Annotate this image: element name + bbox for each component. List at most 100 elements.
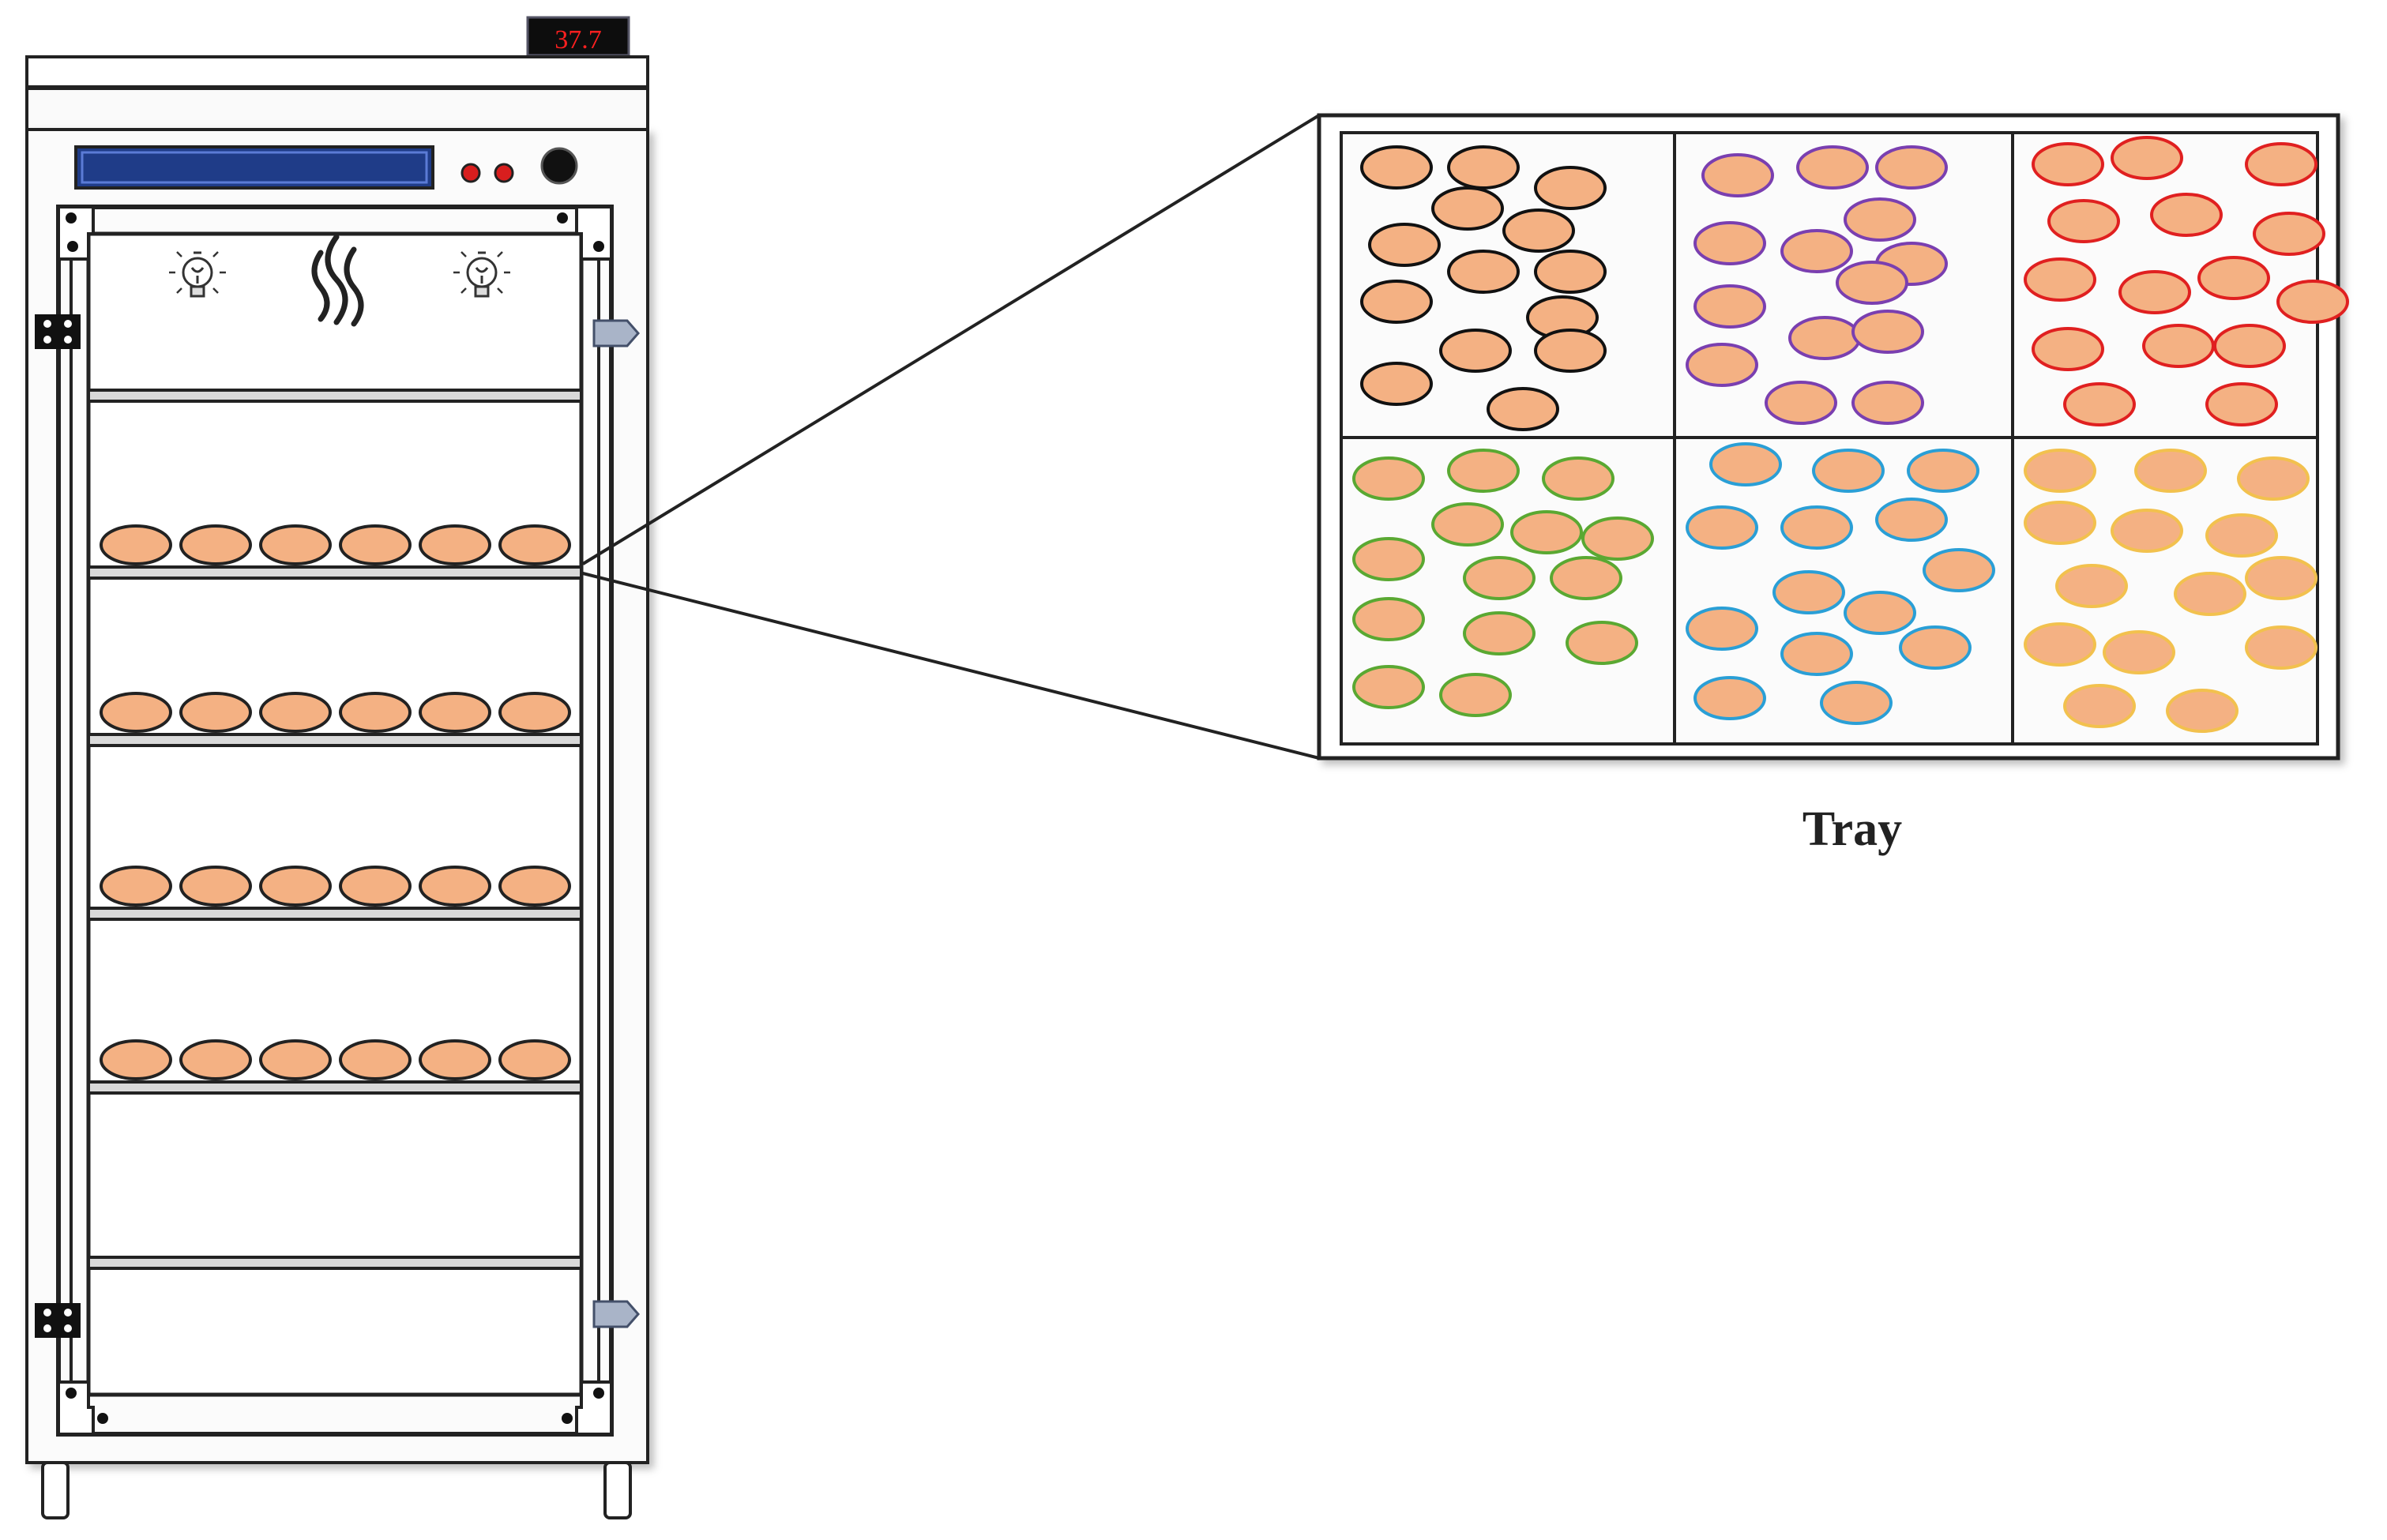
- tray-detail: Tray: [1317, 113, 2349, 856]
- egg: [2103, 630, 2175, 674]
- shelf: [87, 1256, 583, 1270]
- egg: [419, 1039, 491, 1080]
- shelf: [87, 1039, 583, 1095]
- egg: [1836, 261, 1908, 305]
- egg: [179, 692, 252, 733]
- egg: [1844, 197, 1916, 242]
- shelf: [87, 692, 583, 747]
- shelf: [87, 389, 583, 403]
- egg: [1360, 280, 1433, 324]
- egg: [1693, 284, 1766, 329]
- egg: [498, 866, 571, 907]
- egg: [179, 1039, 252, 1080]
- egg: [1851, 310, 1924, 354]
- shelf: [87, 524, 583, 580]
- egg: [1923, 548, 1995, 592]
- egg: [2134, 449, 2207, 493]
- egg: [2245, 556, 2317, 600]
- egg: [419, 692, 491, 733]
- egg: [1447, 250, 1520, 294]
- egg: [2205, 382, 2278, 426]
- egg: [1352, 597, 1425, 641]
- egg: [2237, 456, 2310, 501]
- egg: [1534, 166, 1607, 210]
- egg: [259, 866, 332, 907]
- door-latch-bottom: [592, 1300, 640, 1328]
- egg: [419, 524, 491, 565]
- egg: [1447, 145, 1520, 190]
- egg: [1566, 621, 1638, 665]
- hinge-top: [35, 314, 81, 349]
- egg: [498, 1039, 571, 1080]
- egg: [1686, 607, 1758, 651]
- egg: [1431, 502, 1504, 547]
- egg: [1352, 537, 1425, 581]
- egg: [1686, 343, 1758, 387]
- egg: [2032, 327, 2104, 371]
- egg: [2166, 689, 2239, 733]
- egg: [498, 524, 571, 565]
- cabinet-top-cap: [25, 55, 649, 88]
- egg: [1875, 498, 1948, 542]
- egg: [179, 866, 252, 907]
- egg: [259, 692, 332, 733]
- egg: [2047, 199, 2120, 243]
- egg: [1368, 223, 1441, 267]
- egg: [1765, 381, 1837, 425]
- egg: [179, 524, 252, 565]
- egg: [1693, 221, 1766, 265]
- egg: [1463, 556, 1536, 600]
- egg: [419, 866, 491, 907]
- egg: [2142, 324, 2215, 368]
- tray-label: Tray: [1802, 802, 1902, 856]
- egg: [2245, 142, 2317, 186]
- tray-compartment: [1686, 145, 1948, 425]
- egg: [2276, 280, 2349, 324]
- egg: [2253, 212, 2325, 256]
- inner-chamber: [86, 231, 584, 1397]
- corner-screws: [66, 212, 604, 1424]
- egg: [100, 866, 172, 907]
- tray-compartment: [2024, 136, 2349, 426]
- door-latch-top: [592, 319, 640, 347]
- egg: [2111, 509, 2183, 553]
- egg: [1542, 456, 1615, 501]
- egg: [1788, 316, 1861, 360]
- egg: [1899, 625, 1972, 670]
- egg: [1487, 387, 1559, 431]
- heat-icon: [311, 234, 364, 327]
- egg: [1772, 570, 1845, 614]
- egg: [2024, 501, 2096, 545]
- lcd-panel: [74, 145, 434, 190]
- egg: [2197, 256, 2270, 300]
- control-knob: [540, 147, 578, 185]
- egg: [1820, 681, 1893, 725]
- egg: [1502, 208, 1575, 253]
- egg: [1875, 145, 1948, 190]
- egg: [2111, 136, 2183, 180]
- egg: [339, 524, 412, 565]
- incubator-cabinet: 37.7: [25, 16, 649, 1519]
- egg: [1812, 449, 1885, 493]
- egg: [1352, 456, 1425, 501]
- egg: [1550, 556, 1622, 600]
- egg: [1907, 449, 1979, 493]
- egg: [100, 1039, 172, 1080]
- egg: [2032, 142, 2104, 186]
- light-bulb-icon: [169, 251, 226, 298]
- light-bulb-icon: [453, 251, 510, 298]
- egg: [259, 524, 332, 565]
- egg: [1686, 505, 1758, 550]
- door-frame: [56, 205, 614, 1437]
- hinge-bottom: [35, 1303, 81, 1338]
- cabinet-control-band: [25, 87, 649, 131]
- egg: [1463, 611, 1536, 655]
- egg: [1693, 676, 1766, 720]
- tray-compartment: [1360, 145, 1607, 431]
- zoom-connector: [581, 114, 1321, 760]
- egg: [1780, 505, 1853, 550]
- cabinet-leg-right: [603, 1461, 632, 1519]
- egg: [339, 1039, 412, 1080]
- egg: [2024, 449, 2096, 493]
